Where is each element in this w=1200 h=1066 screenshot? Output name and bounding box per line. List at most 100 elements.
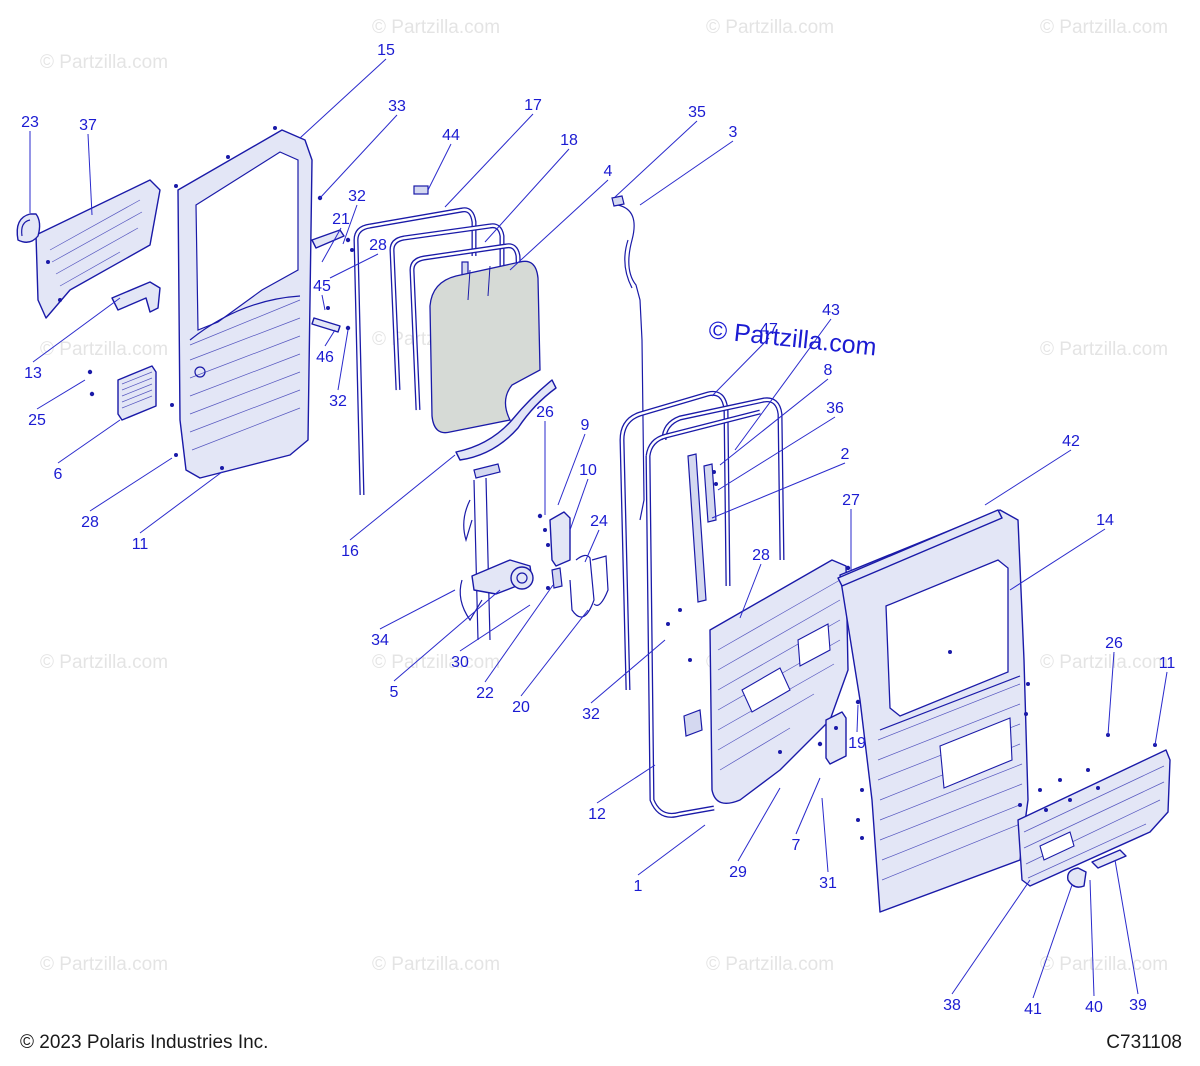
callout-leader: [87, 133, 93, 216]
callout-label: 9: [581, 417, 590, 434]
callout-label: 11: [1159, 655, 1176, 672]
callout-leader: [590, 639, 666, 704]
callout-label: 6: [54, 466, 63, 483]
callout-label: 37: [79, 117, 97, 134]
wire-harness: [611, 195, 645, 521]
window-regulator: [459, 463, 534, 641]
callout-label: 20: [512, 699, 530, 716]
callout-label: 35: [688, 104, 706, 121]
callout-leader: [584, 529, 600, 563]
callout-leader: [734, 318, 832, 451]
callout-label: 30: [451, 654, 469, 671]
callout-leader: [1089, 879, 1095, 997]
callout-label: 28: [81, 514, 99, 531]
door-frame-left: [170, 126, 313, 479]
callout-label: 46: [316, 349, 334, 366]
callout-leader: [484, 584, 554, 683]
watermark: © Partzilla.com: [372, 17, 500, 38]
callout-label: 21: [332, 211, 350, 228]
callout-label: 28: [369, 237, 387, 254]
watermark: © Partzilla.com: [1040, 339, 1168, 360]
outer-door-shell: [839, 509, 1029, 913]
diagram-code: C731108: [1106, 1032, 1182, 1053]
callout-label: 26: [536, 404, 554, 421]
outer-handle: [1091, 849, 1127, 869]
hinge-bracket-lower: [311, 306, 351, 333]
watermark: © Partzilla.com: [372, 652, 500, 673]
callout-leader: [739, 563, 762, 619]
callout-label: 47: [760, 321, 778, 338]
callout-leader: [324, 329, 336, 347]
callout-label: 1: [634, 878, 643, 895]
callout-leader: [329, 253, 379, 279]
callout-leader: [342, 204, 358, 245]
callout-leader: [821, 797, 829, 873]
weather-strip-main: [645, 409, 761, 818]
callout-label: 39: [1129, 997, 1147, 1014]
armrest-trim: [111, 281, 161, 313]
glass-run-seal: [353, 207, 477, 496]
callout-label: 13: [24, 365, 42, 382]
hinge-bracket-upper: [311, 229, 354, 252]
callout-label: 14: [1096, 512, 1114, 529]
callout-leader: [1032, 884, 1073, 999]
callout-leader: [299, 58, 387, 139]
clip-44: [413, 185, 429, 195]
callout-leader: [557, 433, 586, 506]
callout-label: 33: [388, 98, 406, 115]
watermark: © Partzilla.com: [706, 954, 834, 975]
callout-leader: [1009, 528, 1106, 591]
belt-molding-outer: [837, 509, 1003, 587]
callout-leader: [614, 120, 698, 198]
callout-leader: [711, 337, 770, 397]
callout-leader: [637, 824, 706, 876]
callout-leader: [711, 462, 846, 519]
callout-leader: [321, 294, 326, 311]
screw-25: [87, 369, 93, 375]
outer-lower-panel: [1017, 749, 1171, 887]
callout-label: 44: [442, 127, 460, 144]
watermark: © Partzilla.com: [706, 17, 834, 38]
door-latch: [817, 565, 861, 765]
callout-label: 27: [842, 492, 860, 509]
callout-label: 18: [560, 132, 578, 149]
callout-leader: [32, 297, 121, 363]
callout-leader: [639, 140, 734, 206]
callout-leader: [719, 378, 829, 466]
callout-leader: [569, 478, 589, 531]
callout-leader: [393, 589, 501, 682]
door-handle-inner: [16, 213, 41, 243]
callout-label: 17: [524, 97, 542, 114]
callout-label: 36: [826, 400, 844, 417]
callout-leader: [319, 114, 398, 199]
callout-leader: [349, 454, 456, 541]
watermark-group: © Partzilla.com © Partzilla.com © Partzi…: [40, 17, 1168, 975]
callout-leader: [951, 879, 1031, 995]
watermark: © Partzilla.com: [1040, 954, 1168, 975]
callout-label: 26: [1105, 635, 1123, 652]
callout-label: 7: [792, 837, 801, 854]
handle-bezel: [1067, 867, 1087, 888]
callout-label: 5: [390, 684, 399, 701]
callout-leader: [1154, 671, 1168, 746]
callout-label: 42: [1062, 433, 1080, 450]
guide-rail: [687, 453, 718, 603]
callout-label: 40: [1085, 999, 1103, 1016]
watermark: © Partzilla.com: [40, 652, 168, 673]
callout-leader: [379, 589, 456, 630]
callout-label: 8: [824, 362, 833, 379]
callout-leader: [984, 449, 1072, 506]
callout-label: 10: [579, 462, 597, 479]
watermark: © Partzilla.com: [40, 339, 168, 360]
callout-leader: [57, 419, 121, 464]
callout-label: 16: [341, 543, 359, 560]
callout-label: 4: [604, 163, 613, 180]
callout-label: 43: [822, 302, 840, 319]
watermark: © Partzilla.com: [40, 52, 168, 73]
lock-rod: [546, 567, 563, 590]
callout-leader: [459, 604, 531, 652]
belt-line-seal: [455, 379, 557, 461]
screw-25: [89, 391, 95, 397]
